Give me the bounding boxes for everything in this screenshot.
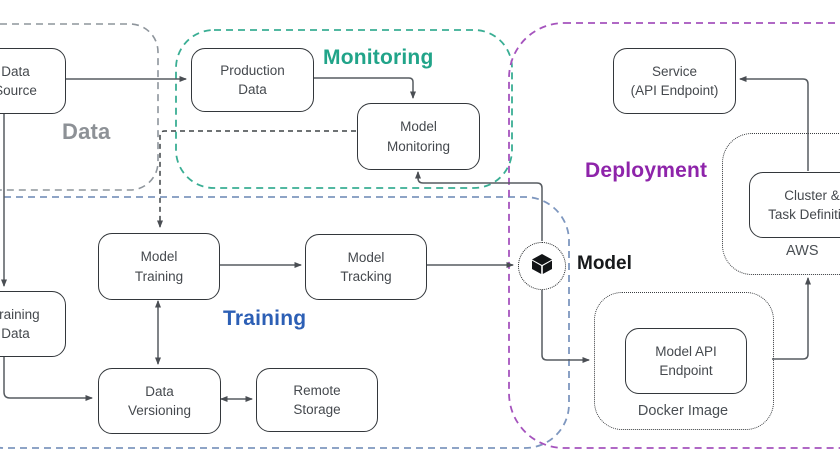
model-artifact-label: Model <box>577 253 632 274</box>
node-training-data: Training Data <box>0 291 66 357</box>
node-data-source: Data Source <box>0 48 66 114</box>
node-model-training: Model Training <box>98 233 220 300</box>
arrow-docker-image-to-aws <box>772 277 811 360</box>
node-model-api-endpoint: Model API Endpoint <box>625 328 747 394</box>
node-model-tracking: Model Tracking <box>305 234 427 300</box>
training-region-border <box>0 196 570 449</box>
arrow-training-data-to-data-versioning <box>3 355 93 401</box>
node-cluster-task-definition: Cluster & Task Definition <box>749 172 840 238</box>
model-artifact-badge <box>518 242 566 290</box>
aws-container-label: AWS <box>786 243 819 259</box>
arrow-model-to-docker-image <box>541 290 590 363</box>
aws-container <box>722 133 840 275</box>
arrow-cluster-task-to-service <box>739 76 809 171</box>
node-remote-storage: Remote Storage <box>256 368 378 432</box>
data-region-border <box>0 23 159 191</box>
arrow-model-to-model-monitoring <box>415 171 543 241</box>
arrow-model-monitoring-to-model-training-dashed <box>157 130 356 228</box>
node-model-monitoring: Model Monitoring <box>357 103 480 170</box>
deployment-region-label: Deployment <box>585 159 708 182</box>
arrow-production-data-to-model-monitoring <box>313 77 416 99</box>
node-production-data: Production Data <box>191 48 314 112</box>
docker-image-container <box>594 292 774 430</box>
training-region-label: Training <box>223 307 307 330</box>
monitoring-region-border <box>175 29 513 189</box>
monitoring-region-label: Monitoring <box>323 46 434 69</box>
node-data-versioning: Data Versioning <box>98 368 221 434</box>
cube-icon <box>530 252 554 281</box>
data-region-label: Data <box>62 119 111 144</box>
node-service-api-endpoint: Service (API Endpoint) <box>613 48 736 114</box>
docker-image-container-label: Docker Image <box>637 403 729 419</box>
